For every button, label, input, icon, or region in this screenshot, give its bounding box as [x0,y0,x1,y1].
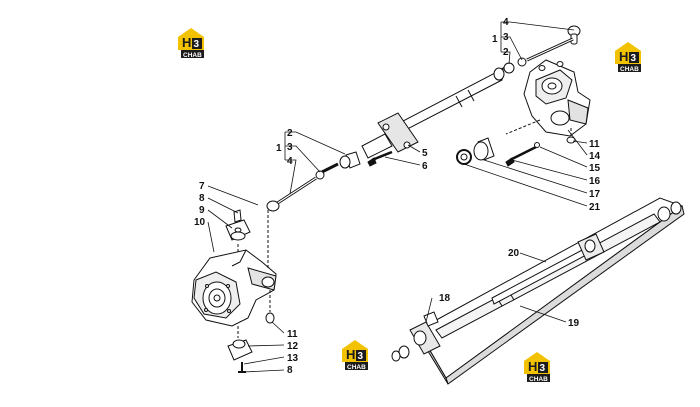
callout-11: 11 [589,139,600,150]
callout-9: 9 [199,205,205,216]
callouts-top-right-side: 11 14 15 16 17 21 [589,139,601,213]
callout-7: 7 [199,181,205,192]
tie-rod-upper-right [361,25,581,159]
callout-16: 16 [589,176,601,187]
callout-1: 1 [492,34,498,45]
callout-1: 1 [276,143,282,154]
callout-8: 8 [199,193,205,204]
callout-20: 20 [508,248,520,259]
logo-number: 3 [540,363,546,374]
callout-2: 2 [287,128,293,139]
callout-19: 19 [568,318,580,329]
callout-8: 8 [287,365,293,376]
callout-12: 12 [287,341,299,352]
logo-caption: CHAB [347,364,366,371]
callouts-top-right: 1 4 3 2 [492,17,509,58]
callout-14: 14 [589,151,601,162]
callout-2: 2 [503,47,509,58]
logo-number: 3 [194,39,200,50]
callouts-middle: 1 2 3 4 5 6 [276,128,428,172]
logo-mark: H [346,347,355,362]
callout-5: 5 [422,148,428,159]
brand-logo: H 3 CHAB [615,42,641,73]
callout-18: 18 [439,293,451,304]
callout-15: 15 [589,163,601,174]
callout-6: 6 [422,161,428,172]
brand-logo: H 3 CHAB [524,352,550,383]
logo-mark: H [619,49,628,64]
callout-17: 17 [589,189,601,200]
bushing-assembly [456,119,541,167]
steering-knuckle-right [523,59,591,144]
callouts-left: 7 8 9 10 11 12 13 8 [194,181,299,376]
callout-4: 4 [287,156,293,167]
callout-13: 13 [287,353,299,364]
tie-rod-middle [266,150,393,212]
logo-mark: H [528,359,537,374]
callouts-bottom-right: 18 20 19 [439,248,580,329]
callout-3: 3 [287,142,293,153]
brand-logo: H 3 CHAB [342,340,368,371]
callout-4: 4 [503,17,509,28]
logo-number: 3 [631,53,637,64]
callout-3: 3 [503,32,509,43]
logo-caption: CHAB [620,66,639,73]
logo-mark: H [182,35,191,50]
axle-tube [391,197,685,385]
callout-10: 10 [194,217,206,228]
callout-21: 21 [589,202,601,213]
leader-lines [207,21,588,373]
logo-caption: CHAB [183,52,202,59]
brand-logo: H 3 CHAB [178,28,204,59]
logo-caption: CHAB [529,376,548,383]
logo-number: 3 [358,351,364,362]
steering-knuckle-left [191,209,277,373]
callout-11: 11 [287,329,298,340]
